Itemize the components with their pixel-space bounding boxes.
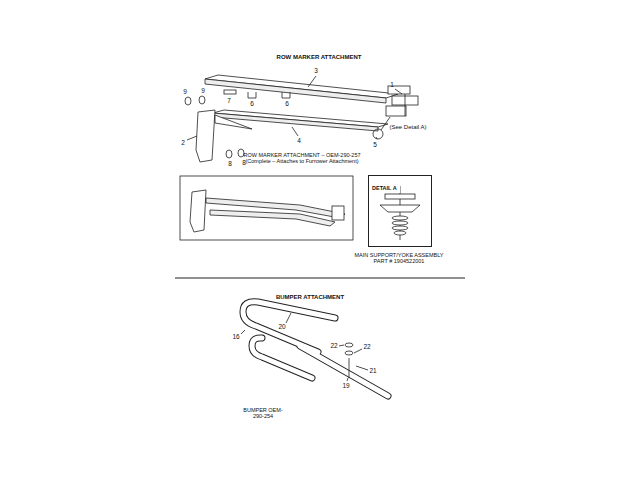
callout-number: 9 (183, 88, 187, 95)
callout-number: 1 (390, 81, 394, 88)
callout-number: 22 (363, 343, 370, 350)
callout-number: 20 (278, 323, 285, 330)
callout-number: 5 (373, 141, 377, 148)
callout-number: 21 (369, 367, 376, 374)
callout-number: 6 (285, 100, 289, 107)
callout-number: 2 (181, 139, 185, 146)
callout-number: 19 (342, 382, 349, 389)
callout-number: 22 (330, 342, 337, 349)
callout-number: 3 (314, 67, 318, 74)
detail-box: DETAIL A (368, 175, 432, 247)
callout-number: 6 (250, 100, 254, 107)
part-note: ROW MARKER ATTACHMENT – OEM-290-257 (Com… (237, 152, 367, 165)
section-heading: BUMPER ATTACHMENT (276, 294, 344, 301)
detail-reference: (See Detail A) (389, 124, 426, 131)
callout-number: 16 (232, 333, 239, 340)
part-note: BUMPER OEM-290-254 (238, 407, 288, 420)
callout-number: 8 (228, 160, 232, 167)
detail-heading: DETAIL A (369, 183, 400, 193)
callout-number: 8 (242, 159, 246, 166)
callout-number: 9 (201, 87, 205, 94)
section-heading: ROW MARKER ATTACHMENT (277, 54, 362, 61)
part-note: MAIN SUPPORT/YOKE ASSEMBLY PART # 190452… (349, 252, 449, 265)
callout-number: 4 (297, 137, 301, 144)
callout-number: 7 (227, 97, 231, 104)
